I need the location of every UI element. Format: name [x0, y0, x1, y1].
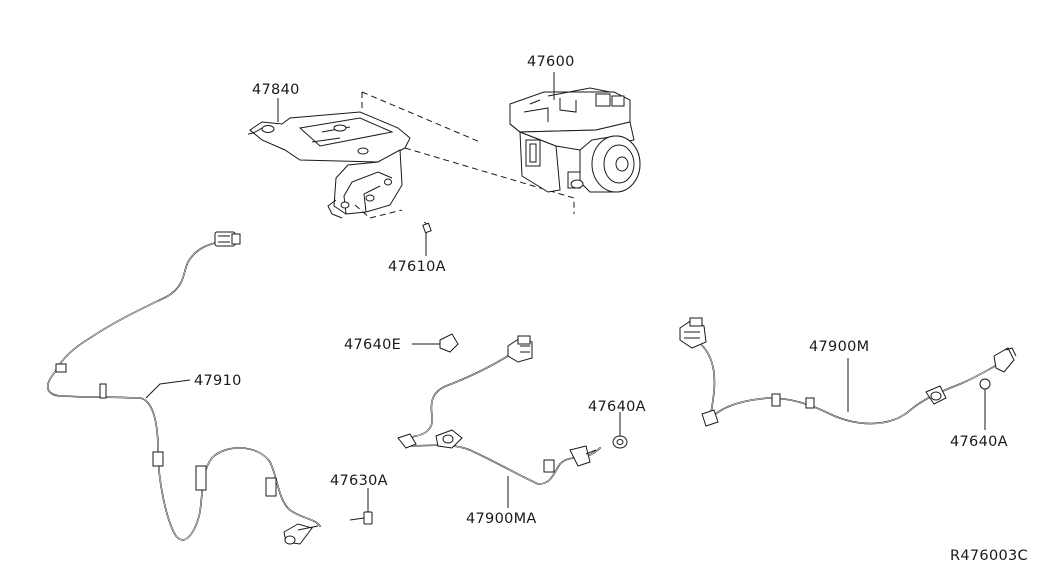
label-47610a: 47610A	[388, 259, 446, 275]
sensor-wire-47910-drawing	[46, 231, 321, 545]
clip-47640a-mid-drawing	[612, 418, 628, 449]
diagram-code: R476003C	[950, 548, 1028, 564]
label-47640a-mid: 47640A	[588, 399, 646, 415]
clip-47640e-drawing	[420, 333, 459, 353]
clip-47640a-right-drawing	[979, 378, 991, 420]
actuator-47600-drawing	[509, 87, 641, 193]
bracket-47840-drawing	[247, 111, 411, 219]
label-47640a-right: 47640A	[950, 434, 1008, 450]
label-47900ma: 47900MA	[466, 511, 537, 527]
label-47630a: 47630A	[330, 473, 388, 489]
bracket-actuator-guide	[354, 91, 575, 219]
label-47840: 47840	[252, 82, 300, 98]
sensor-wire-47900ma-drawing	[397, 335, 601, 485]
bolt-47630a-drawing	[349, 494, 373, 525]
label-47600: 47600	[527, 54, 575, 70]
label-47640e: 47640E	[344, 337, 401, 353]
label-47910: 47910	[194, 373, 242, 389]
leader-lines	[145, 72, 986, 508]
sensor-wire-47900m-drawing	[679, 317, 1017, 427]
bolt-47610a-drawing	[422, 221, 432, 246]
label-47900m: 47900M	[809, 339, 869, 355]
